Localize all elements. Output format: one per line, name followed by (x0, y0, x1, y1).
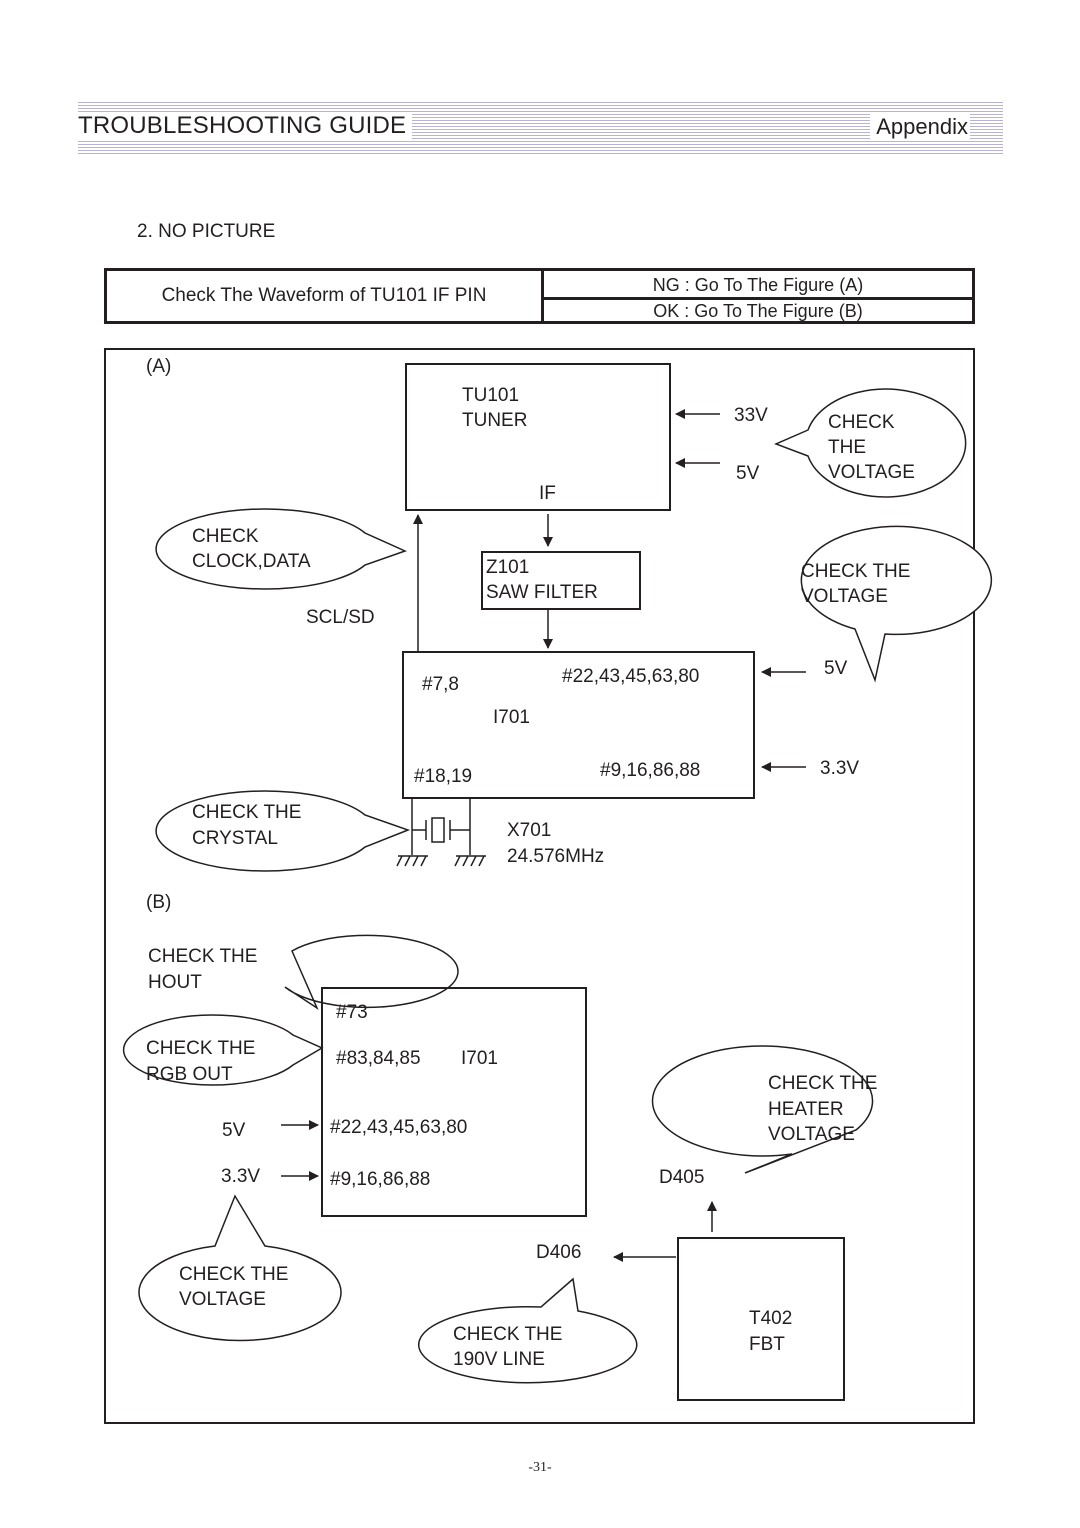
ic-b-pin-83: #83,84,85 (336, 1048, 421, 1069)
label-d405: D405 (659, 1167, 704, 1188)
header-appendix: Appendix (870, 114, 970, 140)
ic-b-name: I701 (461, 1048, 498, 1069)
i701-box-a (402, 651, 755, 799)
bubble-clock (155, 508, 408, 590)
label-scl-sd: SCL/SD (306, 607, 375, 628)
ic-a-pin-78: #7,8 (422, 674, 459, 695)
ic-b-pin-22: #22,43,45,63,80 (330, 1117, 467, 1138)
figure-b-label: (B) (146, 892, 171, 913)
ic-a-pin-9: #9,16,86,88 (600, 760, 700, 781)
fbt-box (677, 1237, 845, 1401)
bubble-rgb (122, 1014, 324, 1086)
label-33v: 33V (734, 405, 768, 426)
section-title: 2. NO PICTURE (137, 221, 276, 242)
bubble-190v (418, 1277, 638, 1384)
label-d406: D406 (536, 1242, 581, 1263)
bubble-voltage-mid-l1: CHECK THE (801, 561, 910, 582)
label-5v-b: 5V (222, 1120, 246, 1141)
crystal-x701-icon (396, 798, 486, 867)
bubble-hout (284, 934, 459, 1011)
bubble-voltage-top-l1: CHECK (828, 412, 895, 433)
bubble-rgb-l2: RGB OUT (146, 1064, 233, 1085)
bubble-voltage-mid (800, 525, 993, 683)
ng-cell: NG : Go To The Figure (A) (544, 273, 972, 300)
bubble-voltage-b-l2: VOLTAGE (179, 1289, 266, 1310)
label-5v-top: 5V (736, 463, 760, 484)
bubble-voltage-b (138, 1194, 342, 1342)
ic-a-pin-22: #22,43,45,63,80 (562, 666, 699, 687)
bubble-voltage-top-l3: VOLTAGE (828, 462, 915, 483)
ok-cell: OK : Go To The Figure (B) (653, 300, 863, 321)
tuner-label: TUNER (462, 410, 527, 431)
label-33v-ic: 3.3V (820, 758, 859, 779)
crystal-frequency: 24.576MHz (507, 846, 604, 867)
bubble-rgb-l1: CHECK THE (146, 1038, 255, 1059)
bubble-heater-l1: CHECK THE (768, 1073, 877, 1094)
bubble-heater-l3: VOLTAGE (768, 1124, 855, 1145)
tuner-name: TU101 (462, 385, 519, 406)
saw-filter-box (481, 551, 641, 610)
bubble-voltage-top-l2: THE (828, 437, 866, 458)
i701-box-b (321, 987, 587, 1217)
bubble-190v-l2: 190V LINE (453, 1349, 545, 1370)
bubble-crystal-l2: CRYSTAL (192, 828, 278, 849)
bubble-clock-l1: CHECK (192, 526, 259, 547)
crystal-name: X701 (507, 820, 551, 841)
bubble-crystal-l1: CHECK THE (192, 802, 301, 823)
bubble-clock-l2: CLOCK,DATA (192, 551, 311, 572)
bubble-heater (651, 1045, 874, 1174)
header-title: TROUBLESHOOTING GUIDE (78, 112, 413, 140)
ic-a-pin-18: #18,19 (414, 766, 472, 787)
ic-a-name: I701 (493, 707, 530, 728)
page-number: -31- (528, 1460, 552, 1475)
bubble-voltage-b-l1: CHECK THE (179, 1264, 288, 1285)
bubble-hout-l1: CHECK THE (148, 946, 257, 967)
bubble-voltage-mid-l2: VOLTAGE (801, 586, 888, 607)
bubble-heater-l2: HEATER (768, 1099, 844, 1120)
bubble-crystal (155, 790, 411, 872)
bubble-190v-l1: CHECK THE (453, 1324, 562, 1345)
bubble-hout-l2: HOUT (148, 972, 202, 993)
label-33v-b: 3.3V (221, 1166, 260, 1187)
fbt-label: FBT (749, 1334, 785, 1355)
ic-b-pin-9: #9,16,86,88 (330, 1169, 430, 1190)
fbt-name: T402 (749, 1308, 792, 1329)
tuner-if-pin: IF (539, 483, 556, 504)
check-waveform-cell: Check The Waveform of TU101 IF PIN (107, 271, 544, 321)
saw-name: Z101 (486, 557, 529, 578)
figure-a-label: (A) (146, 356, 171, 377)
saw-label: SAW FILTER (486, 582, 598, 603)
check-table: Check The Waveform of TU101 IF PIN NG : … (104, 268, 975, 324)
tuner-box (405, 363, 671, 511)
bubble-voltage-top (774, 388, 967, 498)
diagram-frame (104, 348, 975, 1424)
ic-b-pin-73: #73 (336, 1002, 368, 1023)
label-5v-ic: 5V (824, 658, 848, 679)
